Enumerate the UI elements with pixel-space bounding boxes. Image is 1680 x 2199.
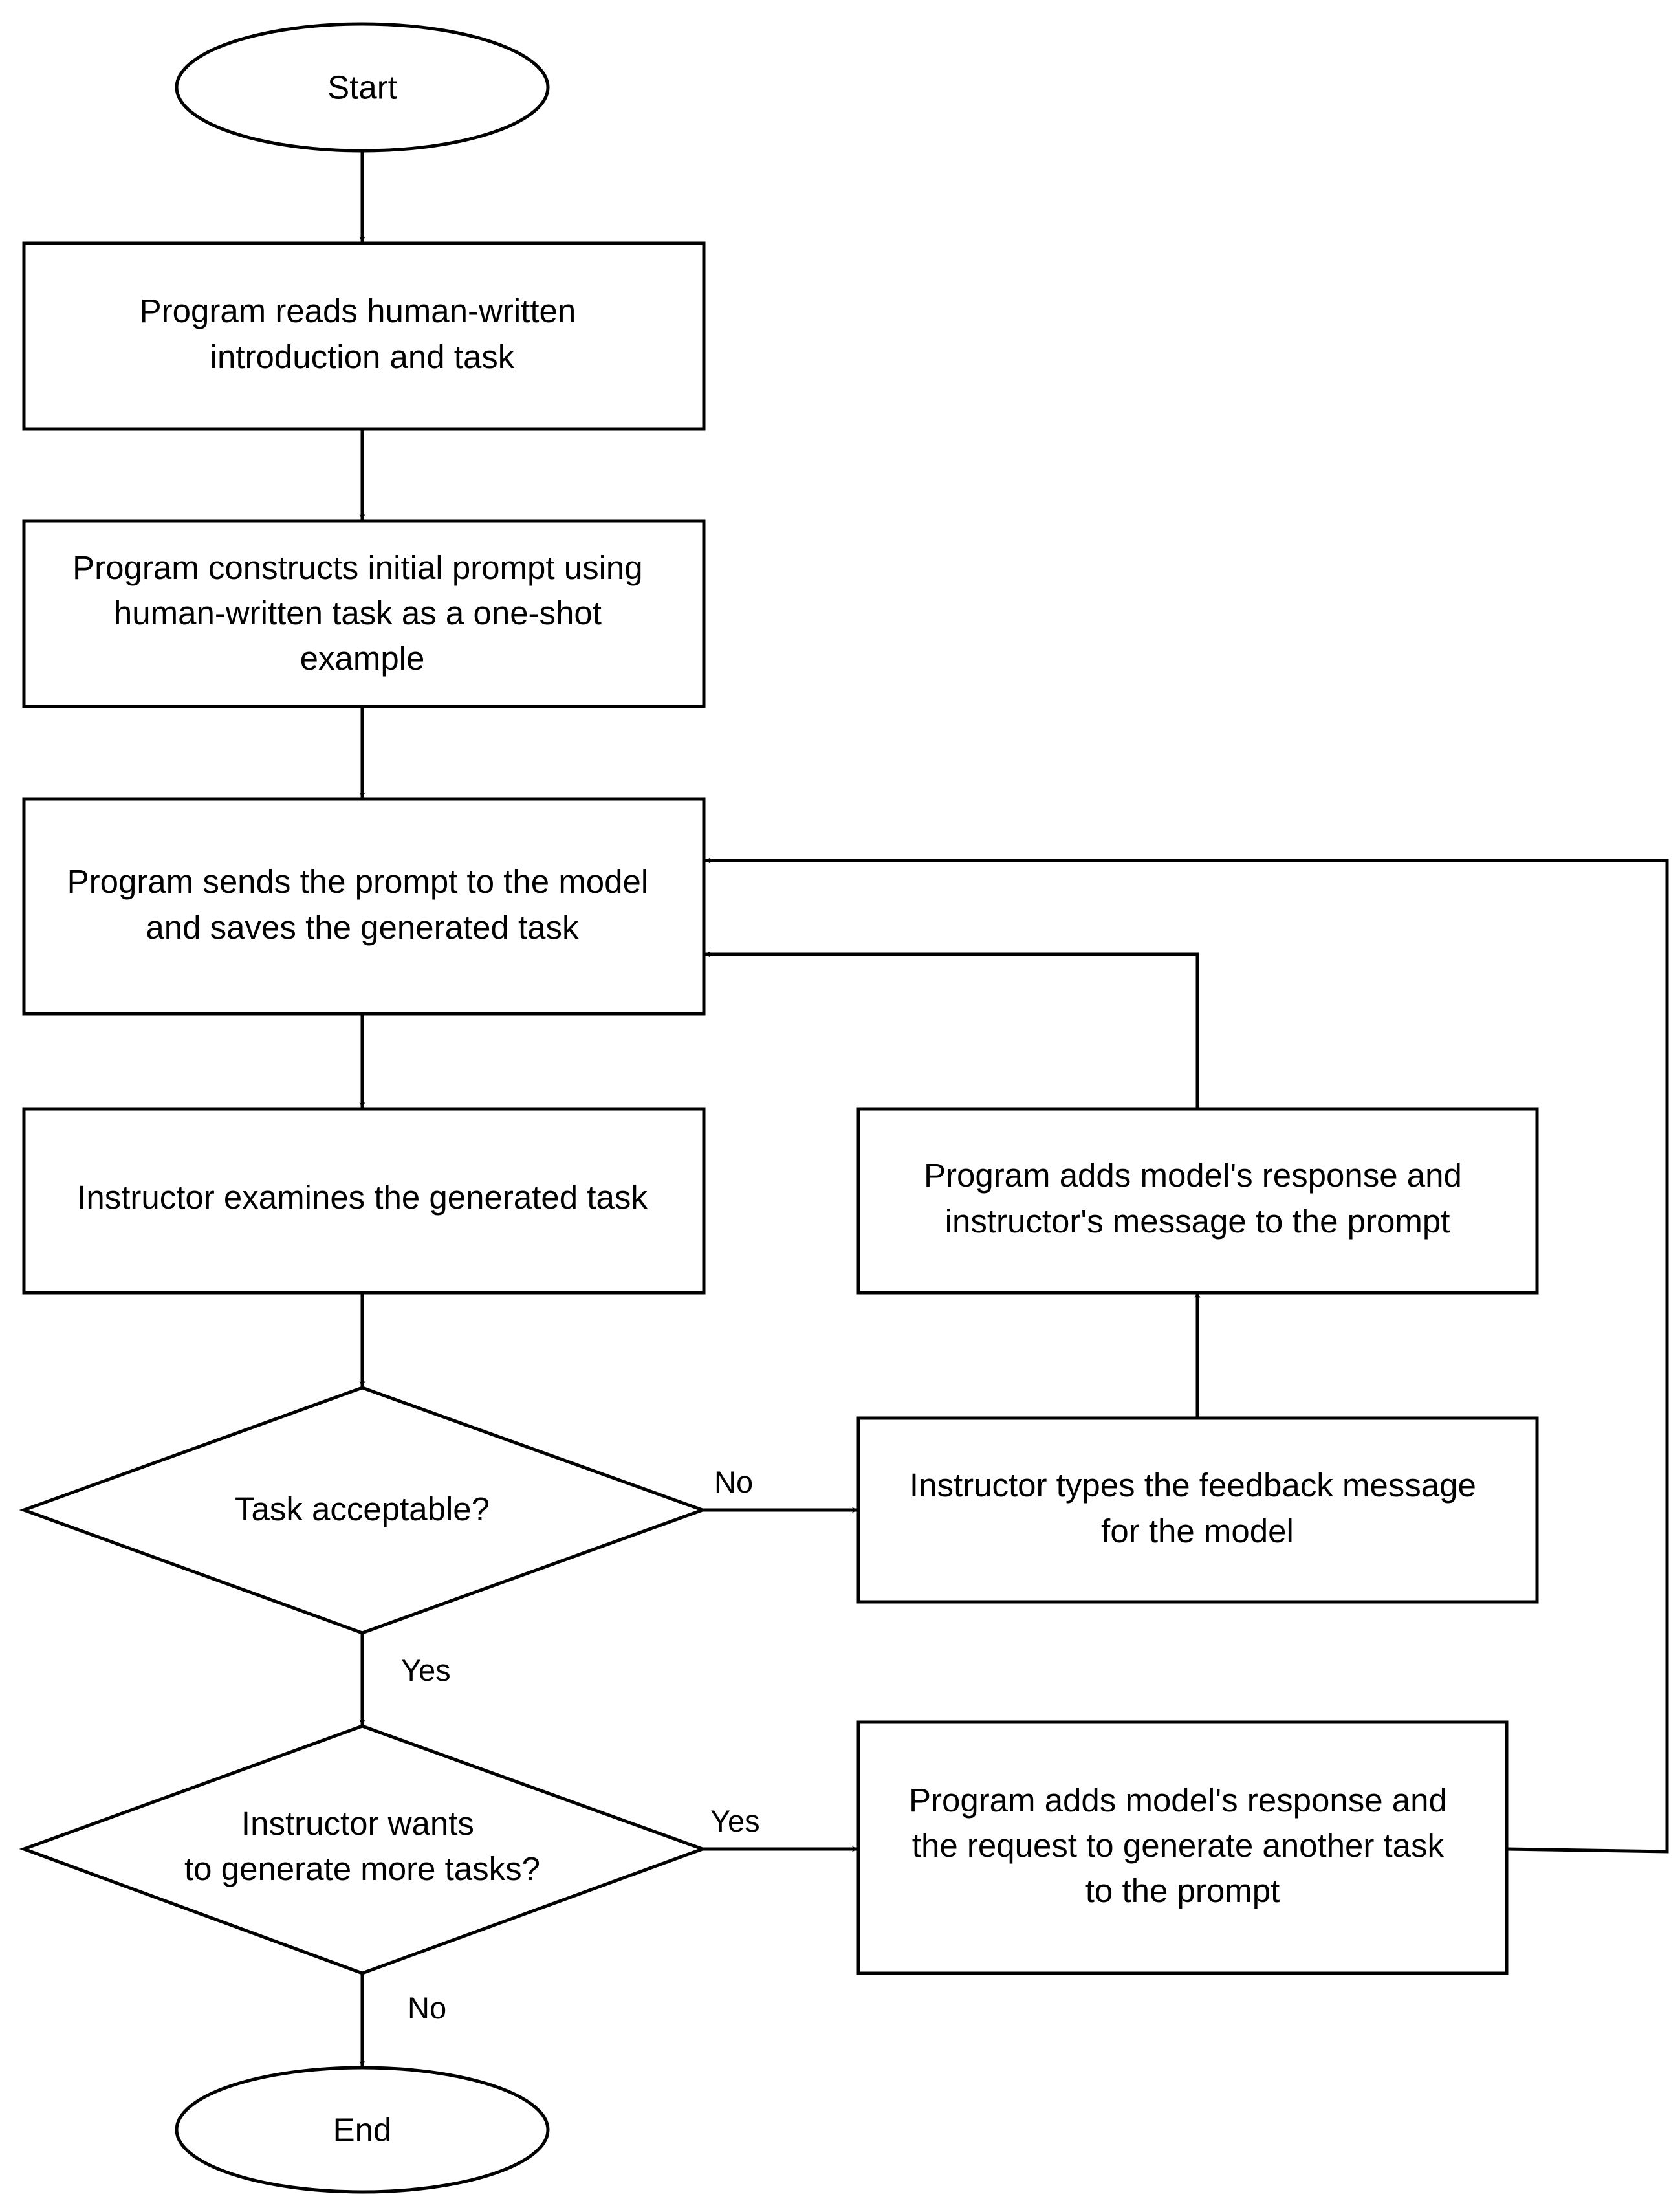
construct-prompt-label: Program constructs initial prompt using … — [72, 549, 652, 677]
add-request-line: Program adds model's response and — [909, 1782, 1447, 1819]
edge-label-more-yes: Yes — [710, 1804, 760, 1838]
edge-label-acceptable-yes: Yes — [401, 1653, 451, 1687]
edge-label-more-no: No — [408, 1991, 446, 2025]
task-acceptable-diamond — [19, 1386, 708, 1635]
start-node-shape — [175, 22, 550, 153]
construct-prompt-node: Program constructs initial prompt using … — [22, 519, 706, 708]
edge-label-acceptable-no: No — [714, 1465, 753, 1499]
task-acceptable-label: Task acceptable? — [235, 1491, 490, 1527]
read-intro-line: introduction and task — [210, 338, 515, 375]
more-tasks-diamond — [19, 1724, 708, 1975]
end-node-label: End — [333, 2112, 392, 2149]
end-node: End — [175, 2066, 550, 2194]
construct-prompt-line: human-written task as a one-shot — [114, 595, 602, 631]
type-feedback-box — [856, 1416, 1539, 1604]
send-prompt-line: and saves the generated task — [146, 909, 579, 946]
examine-task-line: Instructor examines the generated task — [77, 1179, 648, 1216]
more-tasks-decision: Instructor wants to generate more tasks? — [19, 1724, 708, 1975]
more-tasks-label: Instructor wants to generate more tasks? — [184, 1805, 540, 1887]
more-tasks-line: Instructor wants — [241, 1805, 474, 1842]
send-prompt-box — [22, 797, 706, 1016]
add-feedback-label: Program adds model's response and instru… — [924, 1157, 1471, 1240]
type-feedback-line: for the model — [1101, 1513, 1294, 1549]
add-request-line: to the prompt — [1085, 1872, 1280, 1909]
construct-prompt-line: example — [300, 640, 425, 677]
type-feedback-label: Instructor types the feedback message fo… — [910, 1467, 1485, 1549]
add-feedback-line: Program adds model's response and — [924, 1157, 1462, 1194]
type-feedback-node: Instructor types the feedback message fo… — [856, 1416, 1539, 1604]
read-intro-line: Program reads human-written — [140, 292, 576, 329]
add-request-line: the request to generate another task — [912, 1827, 1445, 1864]
add-feedback-node: Program adds model's response and instru… — [856, 1107, 1539, 1295]
add-request-node: Program adds model's response and the re… — [856, 1720, 1509, 1975]
edge-add-feedback-to-send — [704, 951, 1199, 1108]
read-intro-label: Program reads human-written introduction… — [140, 292, 585, 375]
edge-add-request-to-send — [704, 857, 1669, 1854]
examine-task-box — [22, 1107, 706, 1295]
end-node-shape — [175, 2066, 550, 2194]
send-prompt-label: Program sends the prompt to the model an… — [67, 863, 658, 946]
start-node: Start — [175, 22, 550, 153]
task-acceptable-line: Task acceptable? — [235, 1491, 490, 1527]
send-prompt-node: Program sends the prompt to the model an… — [22, 797, 706, 1016]
more-tasks-line: to generate more tasks? — [184, 1850, 540, 1887]
read-intro-box — [22, 241, 706, 431]
examine-task-label: Instructor examines the generated task — [77, 1179, 648, 1216]
examine-task-node: Instructor examines the generated task — [22, 1107, 706, 1295]
add-feedback-line: instructor's message to the prompt — [945, 1203, 1450, 1240]
type-feedback-line: Instructor types the feedback message — [910, 1467, 1476, 1504]
read-intro-node: Program reads human-written introduction… — [22, 241, 706, 431]
send-prompt-line: Program sends the prompt to the model — [67, 863, 649, 900]
construct-prompt-line: Program constructs initial prompt using — [72, 549, 643, 586]
edges — [359, 151, 1669, 2067]
start-node-label: Start — [327, 69, 397, 106]
add-request-label: Program adds model's response and the re… — [909, 1782, 1456, 1909]
add-feedback-box — [856, 1107, 1539, 1295]
task-acceptable-decision: Task acceptable? — [19, 1386, 708, 1635]
add-request-box — [856, 1720, 1509, 1975]
construct-prompt-box — [22, 519, 706, 708]
